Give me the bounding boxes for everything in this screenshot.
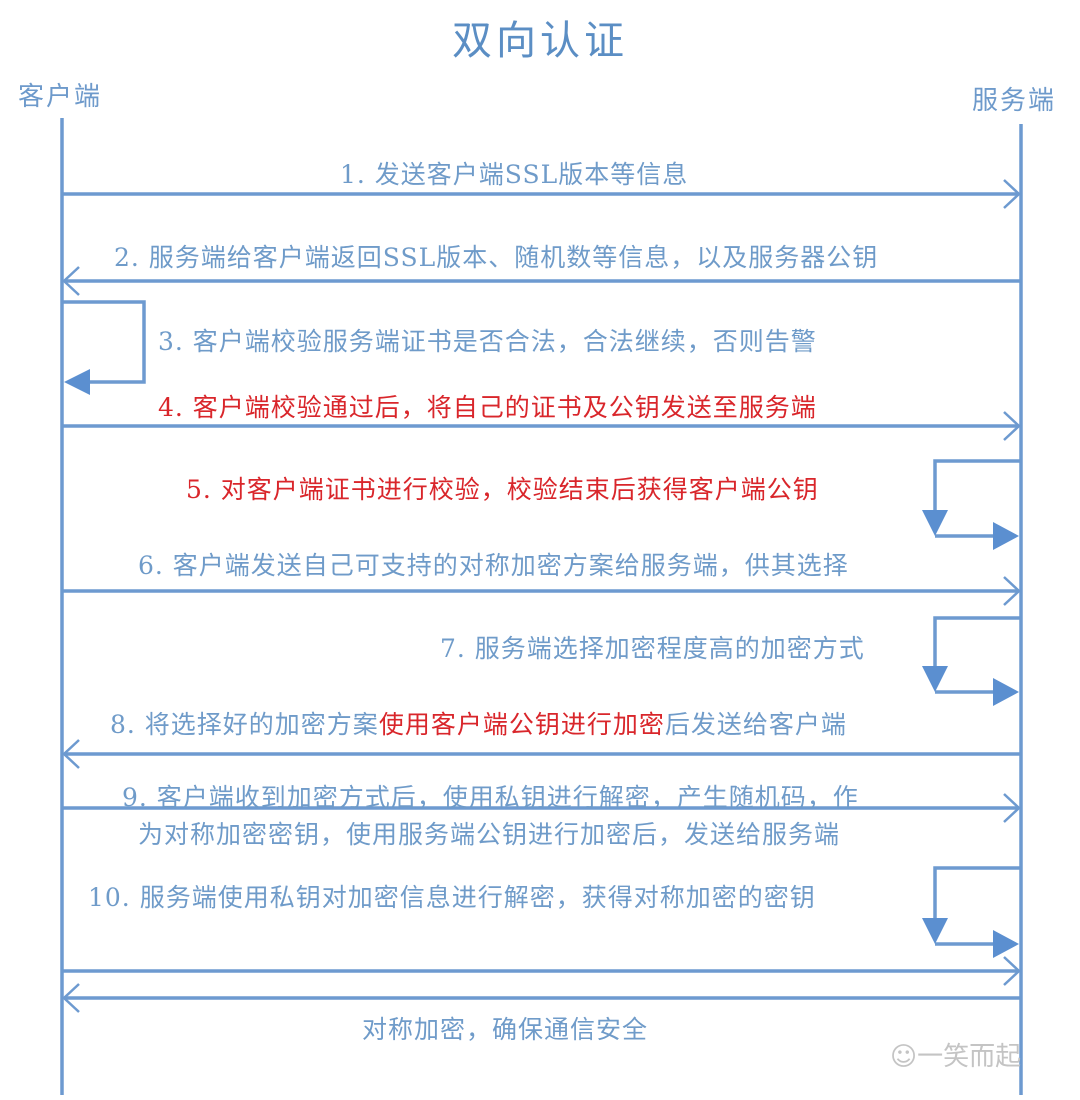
step-6-label: 6. 客户端发送自己可支持的对称加密方案给服务端，供其选择 — [138, 551, 849, 580]
final-label: 对称加密，确保通信安全 — [362, 1015, 649, 1044]
step-8-part-3: 后发送给客户端 — [664, 710, 847, 739]
step-1-label: 1. 发送客户端SSL版本等信息 — [340, 160, 689, 189]
step-10-label: 10. 服务端使用私钥对加密信息进行解密，获得对称加密的密钥 — [88, 883, 816, 912]
watermark: ☺一笑而起 — [890, 1042, 1022, 1072]
step-9-label-line-1: 9. 客户端收到加密方式后，使用私钥进行解密，产生随机码，作 — [122, 783, 859, 812]
step-9-label-line-2: 为对称加密密钥，使用服务端公钥进行加密后，发送给服务端 — [138, 820, 841, 849]
step-8-part-1: 8. 将选择好的加密方案 — [110, 710, 379, 739]
actor-server: 服务端 — [972, 86, 1057, 116]
diagram-title: 双向认证 — [452, 18, 628, 64]
step-8-part-2: 使用客户端公钥进行加密 — [378, 710, 665, 739]
step-3-label: 3. 客户端校验服务端证书是否合法，合法继续，否则告警 — [158, 327, 817, 356]
step-8-label: 8. 将选择好的加密方案使用客户端公钥进行加密后发送给客户端 — [110, 705, 847, 741]
step-4-label: 4. 客户端校验通过后，将自己的证书及公钥发送至服务端 — [158, 393, 817, 422]
wechat-icon: ☺ — [890, 1042, 918, 1072]
actor-client: 客户端 — [18, 82, 103, 112]
step-2-label: 2. 服务端给客户端返回SSL版本、随机数等信息，以及服务器公钥 — [114, 243, 879, 272]
step-5-label: 5. 对客户端证书进行校验，校验结束后获得客户端公钥 — [186, 475, 819, 504]
step-7-label: 7. 服务端选择加密程度高的加密方式 — [440, 634, 865, 663]
